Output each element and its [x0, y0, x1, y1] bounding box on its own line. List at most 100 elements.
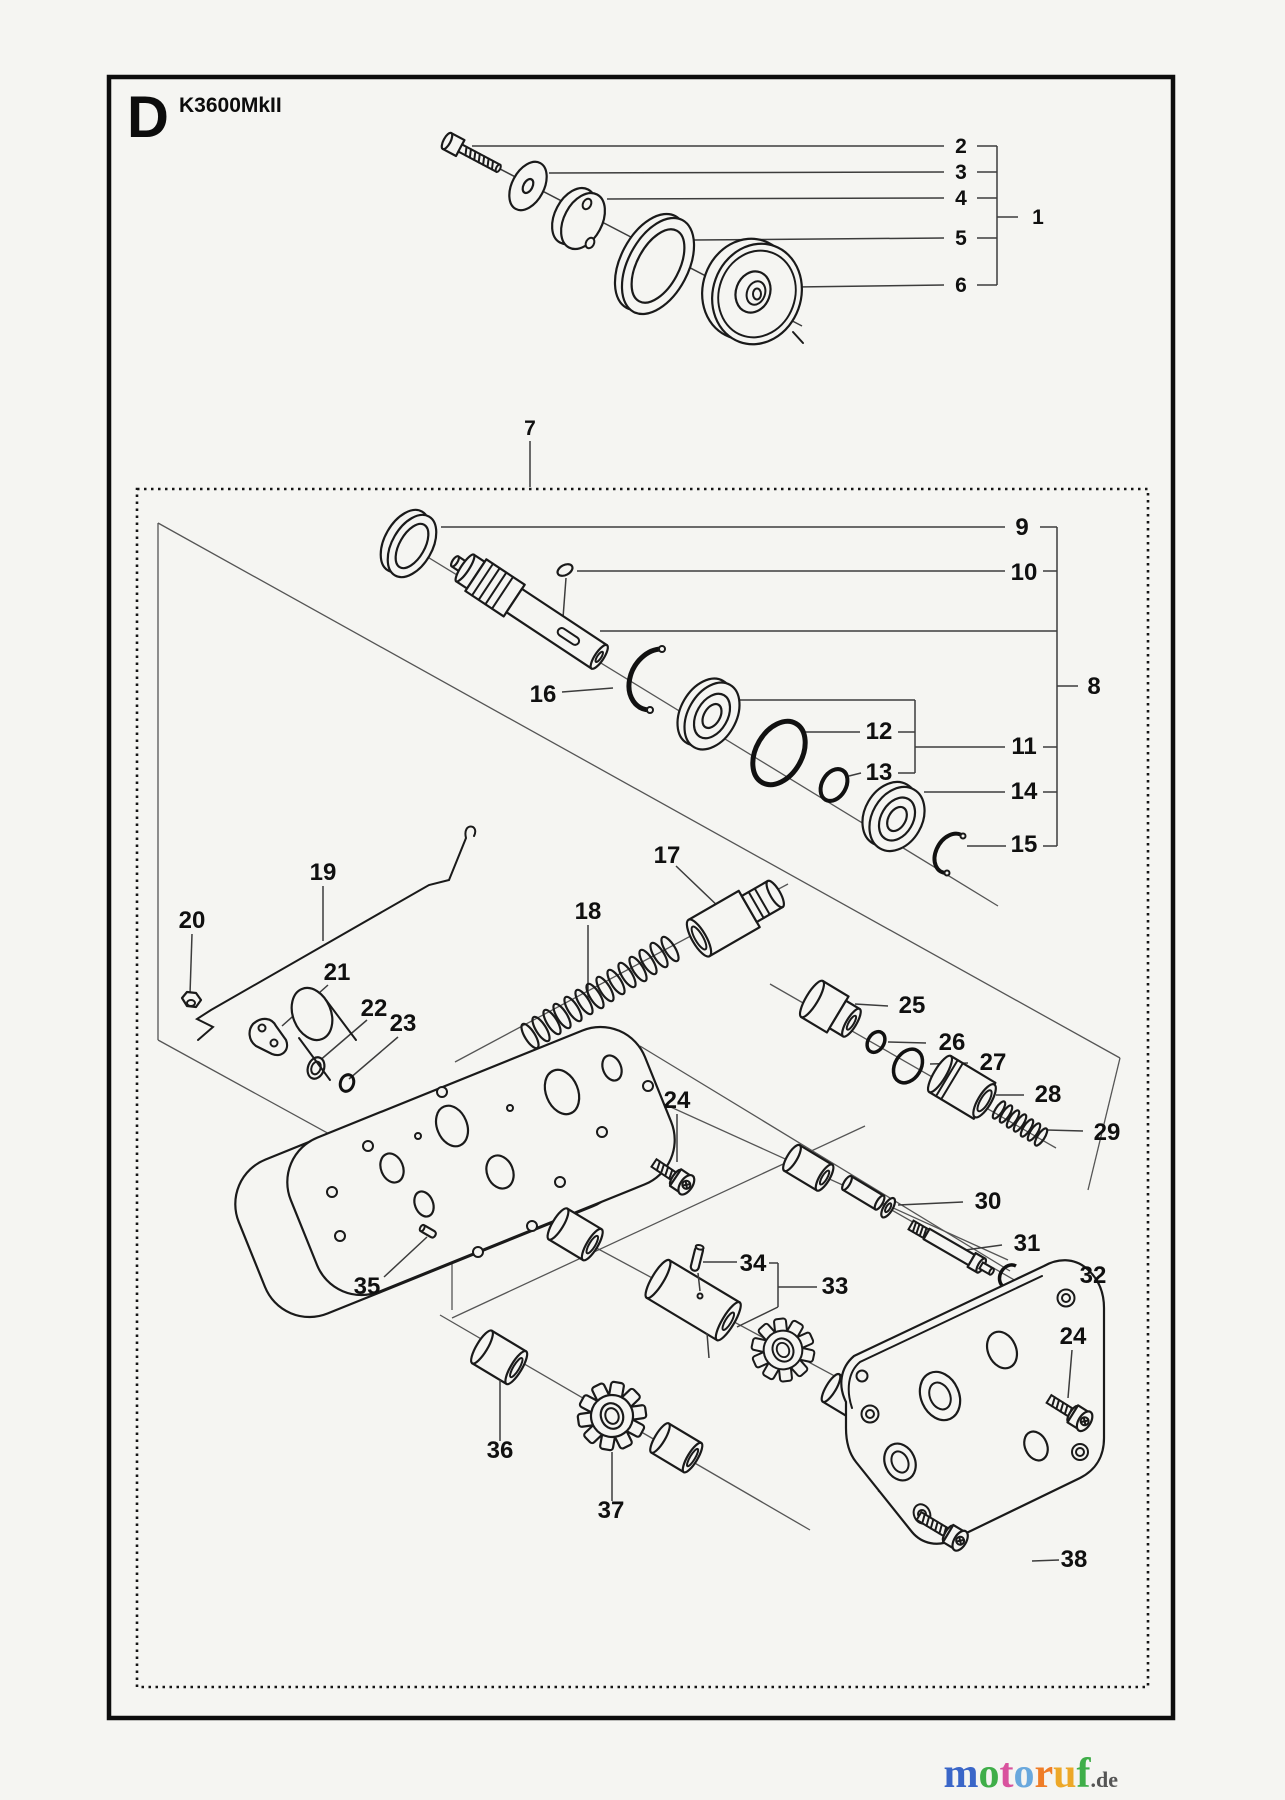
callout-5: 5 — [955, 227, 967, 250]
watermark-letter: u — [1053, 1751, 1076, 1797]
callout-24-bottom: 24 — [1060, 1323, 1087, 1350]
bushing-upper — [782, 1143, 835, 1192]
watermark-letter: o — [978, 1751, 999, 1797]
callout-4: 4 — [955, 187, 967, 210]
part-20-nut — [180, 990, 203, 1009]
callout-29: 29 — [1094, 1119, 1121, 1146]
part-18-spring — [520, 935, 680, 1050]
callout-1: 1 — [1032, 206, 1044, 229]
callout-14: 14 — [1011, 778, 1038, 805]
callout-32: 32 — [1080, 1262, 1107, 1289]
watermark-letter: t — [999, 1751, 1013, 1797]
watermark-letter: o — [1013, 1751, 1034, 1797]
part-12-oring — [750, 718, 808, 788]
callout-37: 37 — [598, 1497, 625, 1524]
leader-38 — [1031, 1559, 1060, 1562]
dashed-assembly-box — [135, 487, 1150, 1689]
part-5-ring — [613, 212, 696, 316]
watermark-letter: r — [1034, 1751, 1053, 1797]
part-2-bolt — [440, 131, 502, 174]
callout-34: 34 — [740, 1250, 767, 1277]
valve-parts — [650, 979, 1084, 1196]
part-33-sleeve — [644, 1258, 742, 1342]
gear-upper — [750, 1317, 816, 1383]
shaft-assembly — [379, 508, 1078, 877]
bracket-1 — [977, 145, 1018, 286]
part-29-spring — [991, 1100, 1049, 1147]
part-15-circlip — [932, 831, 967, 877]
part-27-oring — [891, 1047, 925, 1085]
watermark-suffix: .de — [1091, 1767, 1119, 1792]
callout-31: 31 — [1014, 1230, 1041, 1257]
part-32-clip — [997, 1263, 1017, 1289]
callout-26: 26 — [939, 1029, 966, 1056]
callout-10: 10 — [1011, 559, 1038, 586]
sleeve-pin-hole — [696, 1292, 704, 1300]
part-31-rod — [907, 1219, 995, 1276]
part-21-bracket — [248, 1017, 289, 1057]
part-34-pin — [689, 1243, 705, 1272]
callout-11: 11 — [1011, 733, 1036, 760]
callout-35: 35 — [354, 1273, 381, 1300]
part-10-key — [556, 563, 574, 577]
callout-25: 25 — [899, 992, 926, 1019]
model-label: K3600MkII — [179, 94, 282, 117]
callout-27: 27 — [980, 1049, 1007, 1076]
part-38-screw — [915, 1510, 969, 1552]
part-23-ring — [338, 1073, 356, 1093]
callout-17: 17 — [654, 842, 681, 869]
leader-35 — [383, 1236, 428, 1278]
part-14-bearing — [861, 780, 926, 853]
callout-23: 23 — [390, 1010, 417, 1037]
callout-24-top: 24 — [664, 1087, 691, 1114]
part-4-hub — [550, 186, 607, 251]
part-24-screw-bottom — [1045, 1393, 1094, 1433]
linkage-parts — [180, 825, 785, 1093]
part-8-shaft — [449, 553, 609, 670]
part-24-screw-top — [650, 1157, 696, 1196]
callout-13: 13 — [866, 759, 893, 786]
callout-3: 3 — [955, 161, 967, 184]
part-9-seal-ring — [379, 508, 438, 579]
part-28-piston — [926, 1054, 997, 1120]
callout-9: 9 — [1015, 514, 1028, 541]
watermark-letter: m — [943, 1751, 978, 1797]
part-3-washer — [508, 160, 548, 212]
part-19-wire-rod — [194, 825, 477, 1041]
callout-16: 16 — [530, 681, 557, 708]
callout-30: 30 — [975, 1188, 1002, 1215]
watermark-letter: f — [1077, 1751, 1092, 1797]
part-16-circlip — [626, 645, 666, 714]
callout-20: 20 — [179, 907, 206, 934]
leader-24-bottom — [1067, 1349, 1073, 1399]
part-17-plunger — [685, 879, 785, 958]
callout-19: 19 — [310, 859, 337, 886]
top-assembly — [440, 131, 1018, 346]
part-36-bushing — [470, 1329, 529, 1386]
manifold-plate — [234, 986, 676, 1319]
part-26-oring — [865, 1029, 887, 1055]
pin-parts — [841, 1174, 1067, 1289]
bushing-lower — [649, 1422, 704, 1474]
part-30-pin — [841, 1174, 897, 1219]
figure-letter: D — [127, 85, 169, 150]
callout-38: 38 — [1061, 1546, 1088, 1573]
callout-8: 8 — [1087, 673, 1100, 700]
watermark: motoruf.de — [943, 1751, 1118, 1797]
callout-36: 36 — [487, 1437, 514, 1464]
callout-labels: 1 2 3 4 5 6 7 8 9 10 11 12 13 14 15 16 1… — [179, 135, 1121, 1573]
part-37-gear — [576, 1380, 648, 1452]
callout-22: 22 — [361, 995, 388, 1022]
callout-12: 12 — [866, 718, 893, 745]
bushing-mid — [546, 1207, 604, 1262]
part-25-bushing — [798, 979, 862, 1038]
gear-train — [470, 1143, 874, 1501]
callout-2: 2 — [955, 135, 967, 158]
callout-7: 7 — [524, 417, 536, 440]
outer-border — [106, 74, 1176, 1721]
callout-18: 18 — [575, 898, 602, 925]
callout-6: 6 — [955, 274, 967, 297]
part-13-oring — [818, 767, 850, 803]
